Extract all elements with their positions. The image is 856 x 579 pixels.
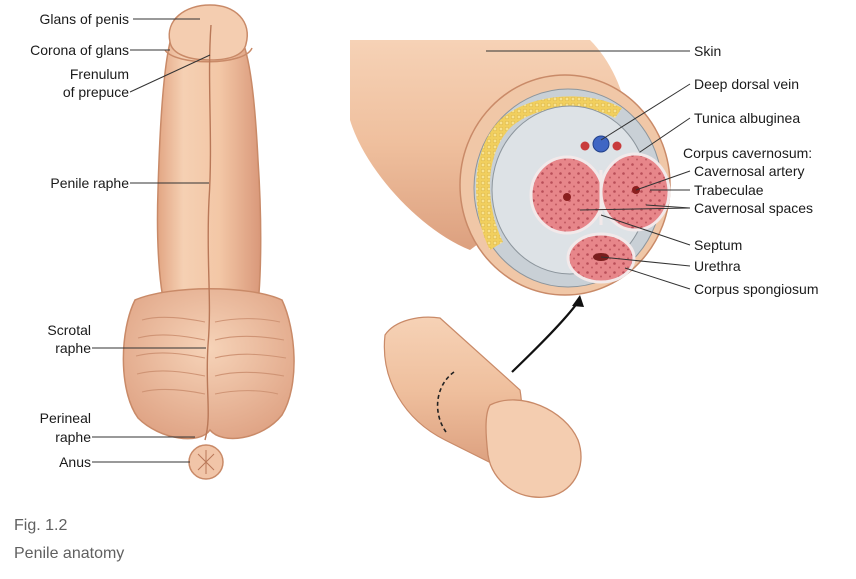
label-corpus-cavernosum: Corpus cavernosum: [683, 145, 813, 161]
label-perineal-line1: Perineal [39, 410, 91, 426]
label-deep-dorsal-vein: Deep dorsal vein [694, 76, 800, 92]
label-frenulum-line2: of prepuce [62, 84, 129, 100]
label-tunica-albuginea: Tunica albuginea [694, 110, 801, 126]
label-scrotal-line2: raphe [55, 340, 91, 356]
external-penis-drawing [122, 4, 295, 480]
label-cavernosal-artery: Cavernosal artery [694, 163, 805, 179]
label-scrotal-line1: Scrotal [47, 322, 91, 338]
fat-layer [476, 96, 622, 250]
cavernosal-artery-left [563, 193, 571, 201]
left-leader-lines [92, 18, 211, 463]
dorsal-artery-shape [580, 141, 590, 151]
label-skin: Skin [694, 43, 722, 59]
label-urethra: Urethra [694, 258, 741, 274]
label-anus: Anus [59, 454, 91, 470]
dorsal-artery-shape-2 [612, 141, 622, 151]
label-septum: Septum [694, 237, 743, 253]
arrowhead [572, 295, 584, 307]
label-corona-of-glans: Corona of glans [30, 42, 129, 58]
right-leader-lines [486, 50, 691, 290]
small-penis-drawing [383, 295, 584, 498]
label-trabeculae: Trabeculae [694, 182, 764, 198]
figure-number: Fig. 1.2 [14, 517, 68, 534]
label-corpus-spongiosum: Corpus spongiosum [694, 281, 819, 297]
raphe-line [204, 24, 212, 441]
scrotum [122, 288, 295, 440]
label-penile-raphe: Penile raphe [50, 175, 129, 191]
pointer-arrow [511, 301, 579, 373]
label-perineal-line2: raphe [55, 429, 91, 445]
figure-title: Penile anatomy [14, 545, 125, 562]
label-glans-of-penis: Glans of penis [39, 11, 130, 27]
label-cavernosal-spaces: Cavernosal spaces [694, 200, 814, 216]
cross-section-drawing [350, 40, 671, 296]
label-frenulum-line1: Frenulum [69, 66, 129, 82]
deep-dorsal-vein-shape [592, 135, 610, 153]
glans-penis [168, 4, 248, 61]
scrotal-folds [135, 316, 287, 395]
small-glans [485, 399, 582, 498]
